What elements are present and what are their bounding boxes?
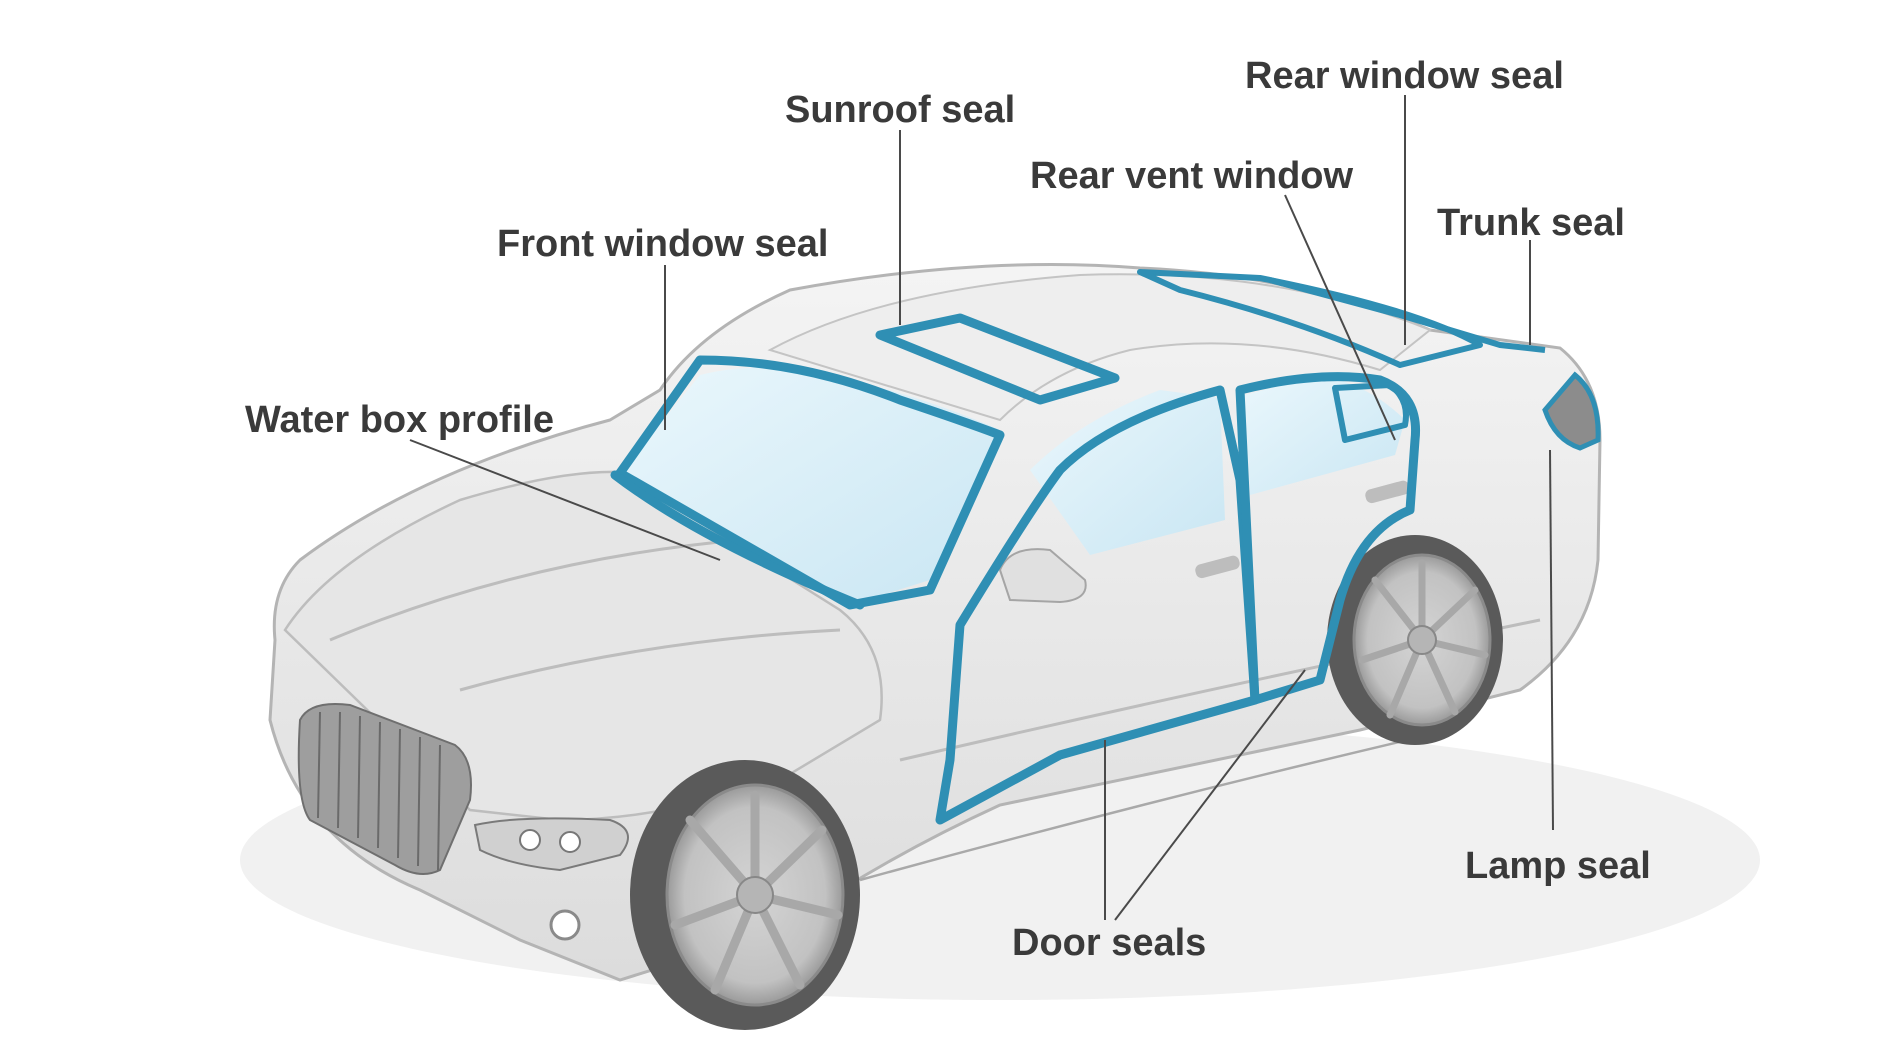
water-box-leader — [409, 439, 721, 561]
grille-slats — [317, 711, 441, 871]
fog-light — [549, 909, 581, 941]
lamp-seal-label: Lamp seal — [1465, 845, 1651, 887]
headlight-lens-1 — [519, 829, 541, 851]
door-leader-2 — [1114, 669, 1306, 921]
side-mirror — [998, 548, 1087, 604]
sunroof-seal-label: Sunroof seal — [785, 89, 1015, 131]
rear-wheel — [1327, 535, 1503, 745]
door-seals-label: Door seals — [1012, 922, 1206, 964]
rear-vent-window-label: Rear vent window — [1030, 155, 1353, 197]
rear-window-seal — [1137, 269, 1483, 368]
hood-crease — [329, 538, 741, 642]
front-door-handle — [1195, 555, 1240, 579]
car-roof — [767, 273, 1432, 422]
lamp-leader — [1549, 449, 1554, 831]
front-window-seal — [615, 355, 1005, 610]
trunk-seal-label: Trunk seal — [1437, 202, 1625, 244]
water-box-profile-label: Water box profile — [245, 399, 554, 441]
tail-lamp — [1542, 371, 1601, 451]
front-door-seal — [935, 385, 1260, 825]
sunroof-seal — [875, 313, 1120, 405]
windshield-glass — [620, 367, 1000, 605]
trunk-seal — [1269, 277, 1546, 353]
front-window-seal-label: Front window seal — [497, 223, 828, 265]
front-door-window — [1030, 390, 1225, 555]
rear-vent-window-seal — [1332, 382, 1409, 443]
front-wheel — [630, 760, 860, 1030]
headlight-lens-2 — [559, 831, 581, 853]
rear-vent-leader — [1284, 194, 1396, 441]
headlight — [473, 817, 629, 872]
hood-crease-2 — [459, 628, 841, 692]
rear-door-handle — [1365, 480, 1410, 504]
water-box-profile — [610, 470, 865, 610]
rear-door-window — [1245, 375, 1405, 495]
rear-window-seal-label: Rear window seal — [1245, 55, 1564, 97]
front-grille — [297, 703, 472, 875]
rear-door-seal — [1235, 372, 1421, 705]
sill-line — [859, 728, 1451, 882]
